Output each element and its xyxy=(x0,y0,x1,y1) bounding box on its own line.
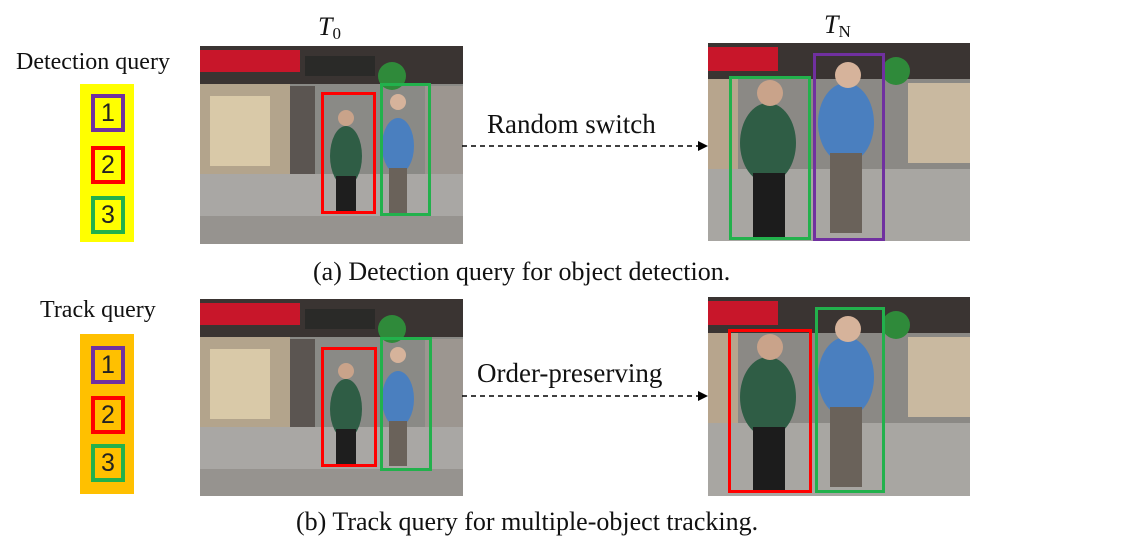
detection-query-3: 3 xyxy=(91,196,125,234)
detection-end-bbox-green xyxy=(729,76,811,240)
detection-query-1: 1 xyxy=(91,94,125,132)
track-query-title: Track query xyxy=(40,297,156,323)
detection-dashed-arrow xyxy=(462,141,708,151)
time-label-start: T0 xyxy=(318,12,341,43)
track-frame-start xyxy=(200,299,463,496)
track-query-3: 3 xyxy=(91,444,125,482)
track-start-bbox-red xyxy=(321,347,377,467)
track-end-bbox-green xyxy=(815,307,885,493)
detection-query-panel: 1 2 3 xyxy=(80,84,134,242)
detection-start-bbox-green xyxy=(380,83,431,216)
track-query-panel: 1 2 3 xyxy=(80,334,134,494)
detection-end-bbox-purple xyxy=(813,53,885,241)
detection-start-bbox-red xyxy=(321,92,376,214)
track-caption: (b) Track query for multiple-object trac… xyxy=(296,507,759,536)
detection-query-2: 2 xyxy=(91,146,125,184)
track-start-bbox-green xyxy=(380,337,432,471)
track-query-1: 1 xyxy=(91,346,125,384)
detection-caption: (a) Detection query for object detection… xyxy=(313,257,731,286)
detection-frame-start xyxy=(200,46,463,244)
track-query-2: 2 xyxy=(91,396,125,434)
time-label-end: TN xyxy=(824,10,851,41)
detection-query-title: Detection query xyxy=(16,49,170,75)
detection-arrow-label: Random switch xyxy=(487,109,656,139)
track-arrow-label: Order-preserving xyxy=(477,358,663,388)
track-frame-end xyxy=(708,297,970,496)
track-end-bbox-red xyxy=(728,329,812,493)
track-dashed-arrow xyxy=(462,391,708,401)
detection-frame-end xyxy=(708,43,970,241)
